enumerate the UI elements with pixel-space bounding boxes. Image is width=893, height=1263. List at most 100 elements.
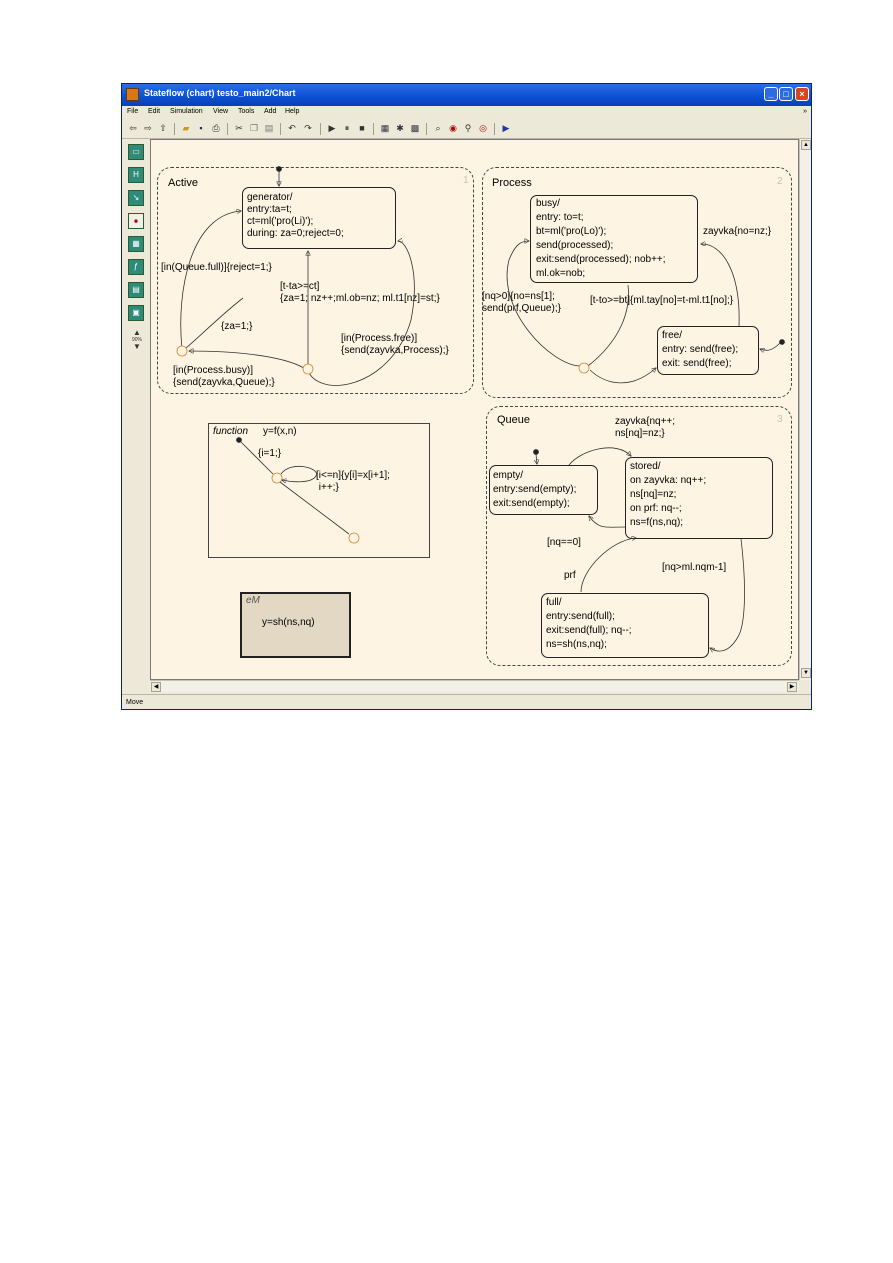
state-process[interactable] bbox=[482, 167, 792, 398]
state-stored[interactable] bbox=[625, 457, 773, 539]
undo-icon[interactable]: ↶ bbox=[288, 123, 296, 133]
state-generator-line: entry:ta=t; bbox=[247, 204, 292, 215]
transition-prf[interactable]: prf bbox=[564, 570, 576, 581]
find-icon[interactable]: ⌕ bbox=[435, 123, 441, 133]
transition-nq-prf[interactable]: [nq>0]{no=ns[1]; send(prf,Queue);} bbox=[482, 291, 561, 314]
state-full-line: exit:send(full); nq--; bbox=[546, 625, 632, 636]
state-generator-line: during: za=0;reject=0; bbox=[247, 228, 344, 239]
start-icon[interactable]: ▶ bbox=[328, 123, 336, 133]
history-junction-tool-icon[interactable]: H bbox=[128, 167, 144, 183]
scroll-left-icon[interactable]: ◀ bbox=[151, 682, 161, 692]
queue-default-transition-dot bbox=[533, 449, 539, 455]
print-icon[interactable]: ⎙ bbox=[212, 123, 220, 133]
close-button[interactable]: × bbox=[795, 87, 809, 101]
embedded-function-tool-icon[interactable]: ▤ bbox=[128, 282, 144, 298]
transition-nqm[interactable]: [nq>ml.nqm-1] bbox=[662, 562, 727, 573]
debugger-icon[interactable]: ◎ bbox=[479, 123, 487, 133]
zoom-in-icon[interactable]: ▲ bbox=[133, 328, 141, 337]
arc-process-busy bbox=[189, 351, 305, 369]
stop-icon[interactable]: ■ bbox=[359, 123, 365, 133]
scroll-down-icon[interactable]: ▼ bbox=[801, 668, 811, 678]
open-icon[interactable]: ▰ bbox=[182, 123, 190, 133]
minimize-button[interactable]: _ bbox=[764, 87, 778, 101]
state-queue[interactable] bbox=[486, 406, 792, 666]
transition-loop[interactable]: [i<=n]{y[i]=x[i+1]; i++;} bbox=[316, 470, 390, 493]
state-generator[interactable] bbox=[242, 187, 396, 249]
state-active[interactable] bbox=[157, 167, 474, 394]
state-empty-line: empty/ bbox=[493, 470, 524, 481]
scroll-right-icon[interactable]: ▶ bbox=[787, 682, 797, 692]
state-busy-line: exit:send(processed); nob++; bbox=[536, 254, 666, 265]
state-full[interactable] bbox=[541, 593, 709, 658]
transition-process-busy[interactable]: [in(Process.busy)] {send(zayvka,Queue);} bbox=[173, 365, 275, 388]
menu-file[interactable]: File bbox=[127, 108, 139, 115]
function-exit-line bbox=[279, 481, 350, 535]
state-process-label: Process bbox=[492, 177, 532, 189]
horizontal-scrollbar[interactable]: ◀ ▶ bbox=[150, 680, 799, 692]
scroll-up-icon[interactable]: ▲ bbox=[801, 140, 811, 150]
cut-icon[interactable]: ✂ bbox=[235, 123, 243, 133]
function-signature: y=f(x,n) bbox=[263, 426, 297, 437]
state-stored-line: stored/ bbox=[630, 461, 661, 472]
truth-table-tool-icon[interactable]: ▦ bbox=[128, 236, 144, 252]
default-transition-tool-icon[interactable]: ↘ bbox=[128, 190, 144, 206]
active-junction-left bbox=[176, 345, 188, 357]
up-icon[interactable]: ⇧ bbox=[159, 123, 167, 133]
pause-icon[interactable]: ⏸ bbox=[344, 123, 350, 133]
redo-icon[interactable]: ↷ bbox=[304, 123, 312, 133]
transition-bt[interactable]: [t-to>=bt]{ml.tay[no]=t-ml.t1[no];} bbox=[590, 295, 734, 306]
title-bar[interactable]: Stateflow (chart) testo_main2/Chart _ □ … bbox=[122, 84, 811, 106]
model-explorer-icon[interactable]: ◉ bbox=[449, 123, 457, 133]
toolbar: ⇦ ⇨ ⇧ ▰ ▪ ⎙ ✂ ❐ ▤ ↶ ↷ ▶ ⏸ ■ ▦ ✱ ▩ ⌕ ◉ ⚲ … bbox=[122, 120, 811, 139]
stateflow-window: Stateflow (chart) testo_main2/Chart _ □ … bbox=[121, 83, 812, 710]
function-tool-icon[interactable]: ƒ bbox=[128, 259, 144, 275]
menu-bar: File Edit Simulation View Tools Add Help… bbox=[122, 106, 811, 120]
state-free[interactable] bbox=[657, 326, 759, 375]
build-icon[interactable]: ▦ bbox=[380, 123, 390, 133]
simulink-icon[interactable]: ▶ bbox=[502, 123, 510, 133]
menu-tools[interactable]: Tools bbox=[238, 108, 255, 115]
save-icon[interactable]: ▪ bbox=[199, 123, 203, 133]
debug-icon[interactable]: ✱ bbox=[396, 123, 404, 133]
paste-icon[interactable]: ▤ bbox=[264, 123, 274, 133]
transition-queue-full[interactable]: [in(Queue.full)]{reject=1;} bbox=[161, 262, 272, 273]
function-default-transition bbox=[240, 441, 274, 475]
box-tool-icon[interactable]: ▣ bbox=[128, 305, 144, 321]
arc-nqm bbox=[710, 538, 745, 651]
transitions-layer bbox=[176, 166, 785, 680]
zoom-out-icon[interactable]: ▼ bbox=[133, 342, 141, 351]
embedded-function-em[interactable] bbox=[240, 592, 351, 658]
state-tool-icon[interactable]: ▭ bbox=[128, 144, 144, 160]
graphical-function-f[interactable] bbox=[208, 423, 430, 558]
chart-canvas[interactable]: Active 1 generator/ entry:ta=t; ct=ml('p… bbox=[150, 139, 799, 680]
connective-junction-tool-icon[interactable]: ⦁ bbox=[128, 213, 144, 229]
menu-view[interactable]: View bbox=[213, 108, 229, 115]
transition-za[interactable]: {za=1;} bbox=[221, 321, 253, 332]
transition-zayvka-queue[interactable]: zayvka{nq++; ns[nq]=nz;} bbox=[615, 416, 676, 439]
transition-zayvka-process[interactable]: zayvka{no=nz;} bbox=[703, 226, 772, 237]
state-busy-line: send(processed); bbox=[536, 240, 614, 251]
transition-process-free[interactable]: [in(Process.free)] {send(zayvka,Process)… bbox=[341, 333, 449, 356]
menu-help[interactable]: Help bbox=[285, 108, 300, 115]
vertical-scrollbar[interactable]: ▲ ▼ bbox=[799, 139, 811, 680]
explore-icon[interactable]: ▩ bbox=[410, 123, 420, 133]
arc-queue-full bbox=[180, 211, 241, 350]
maximize-button[interactable]: □ bbox=[779, 87, 793, 101]
state-busy-line: ml.ok=nob; bbox=[536, 268, 586, 279]
transition-ct[interactable]: [t-ta>=ct] {za=1; nz++;ml.ob=nz; ml.t1[n… bbox=[280, 281, 440, 304]
menu-add[interactable]: Add bbox=[264, 108, 277, 115]
forward-icon[interactable]: ⇨ bbox=[144, 123, 152, 133]
state-free-line: entry: send(free); bbox=[662, 344, 739, 355]
menu-edit[interactable]: Edit bbox=[148, 108, 161, 115]
transition-nq-zero[interactable]: [nq==0] bbox=[547, 537, 581, 548]
menu-overflow[interactable]: » bbox=[803, 108, 807, 115]
back-icon[interactable]: ⇦ bbox=[129, 123, 137, 133]
transition-init[interactable]: {i=1;} bbox=[258, 448, 282, 459]
state-busy[interactable] bbox=[530, 195, 698, 283]
copy-icon[interactable]: ❐ bbox=[249, 123, 259, 133]
zoom-control[interactable]: ▲ 90% ▼ bbox=[129, 329, 145, 363]
menu-simulation[interactable]: Simulation bbox=[170, 108, 203, 115]
target-icon[interactable]: ⚲ bbox=[464, 123, 472, 133]
state-empty[interactable] bbox=[489, 465, 598, 515]
arc-prf bbox=[580, 538, 636, 593]
